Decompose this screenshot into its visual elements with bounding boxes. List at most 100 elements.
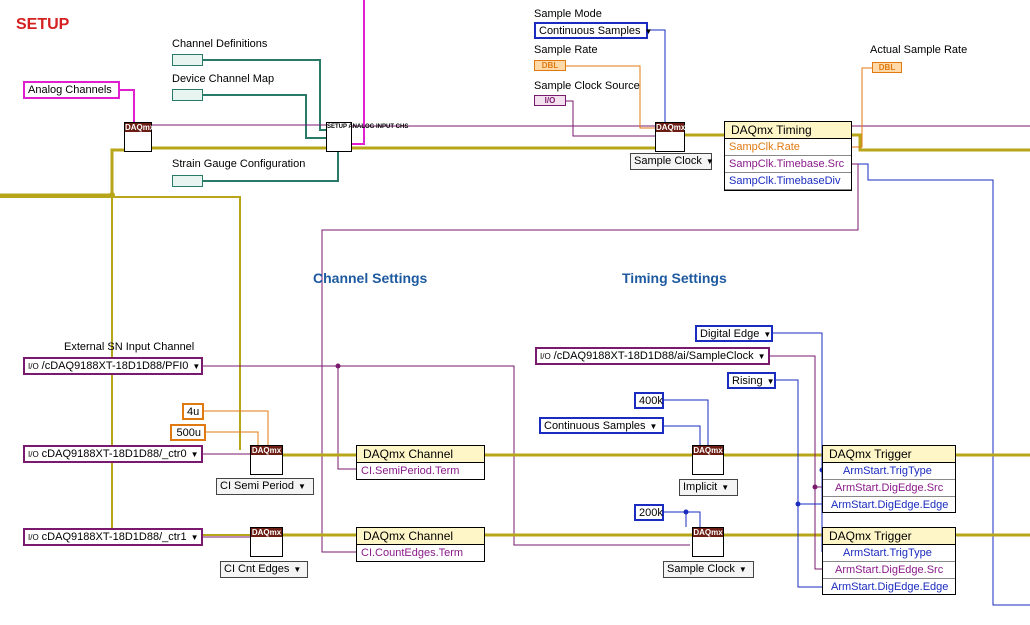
label-actual-sample-rate: Actual Sample Rate — [870, 44, 968, 56]
property-row[interactable]: ArmStart.DigEdge.Edge — [831, 499, 949, 511]
chevron-down-icon: ▼ — [766, 377, 775, 386]
device-channel-map-control-icon[interactable] — [172, 89, 203, 101]
selector-label: CI Semi Period — [220, 480, 294, 492]
daqmx-channel-property-node[interactable]: DAQmx Channel CI.SemiPeriod.Term — [356, 445, 485, 480]
rising-ring[interactable]: Rising▼ — [727, 372, 776, 389]
property-node-title: DAQmx Channel — [357, 446, 484, 463]
chevron-down-icon: ▼ — [192, 362, 201, 371]
chevron-down-icon: ▼ — [721, 483, 730, 492]
label-channel-definitions: Channel Definitions — [172, 38, 268, 50]
max-value-constant[interactable]: 500u — [170, 424, 206, 441]
digital-edge-ring[interactable]: Digital Edge▼ — [695, 325, 773, 342]
property-row[interactable]: ArmStart.DigEdge.Src — [823, 562, 955, 579]
strain-gauge-config-control-icon[interactable] — [172, 175, 203, 187]
daqmx-channel-property-node[interactable]: DAQmx Channel CI.CountEdges.Term — [356, 527, 485, 562]
selector-label: CI Cnt Edges — [224, 563, 290, 575]
chevron-down-icon: ▼ — [297, 482, 306, 491]
chevron-down-icon: ▼ — [763, 330, 772, 339]
chevron-down-icon: ▼ — [644, 27, 653, 36]
property-row[interactable]: ArmStart.TrigType — [823, 545, 955, 562]
sample-rate-dbl-terminal[interactable]: DBL — [534, 60, 566, 71]
ring-value: Continuous Samples — [544, 420, 646, 432]
section-channel-settings: Channel Settings — [313, 270, 428, 286]
ring-value: Rising — [732, 375, 763, 387]
property-row[interactable]: SampClk.TimebaseDiv — [725, 173, 851, 190]
daqmx-create-channel-icon[interactable]: DAQmx — [250, 527, 283, 557]
rate-400k-constant[interactable]: 400k — [634, 392, 664, 409]
ci-cnt-edges-selector[interactable]: CI Cnt Edges▼ — [220, 561, 308, 578]
chevron-down-icon: ▼ — [705, 157, 714, 166]
label-sample-clock-source: Sample Clock Source — [534, 80, 640, 92]
property-row[interactable]: ArmStart.DigEdge.Src — [823, 480, 955, 497]
constant-value: cDAQ9188XT-18D1D88/_ctr1 — [41, 531, 187, 543]
daqmx-label: DAQmx — [656, 123, 686, 132]
daqmx-label: DAQmx — [693, 528, 723, 537]
daqmx-timing-property-node[interactable]: DAQmx Timing SampClk.Rate SampClk.Timeba… — [724, 121, 852, 191]
property-row[interactable]: ArmStart.DigEdge.Edge — [831, 581, 949, 593]
daqmx-timing-icon[interactable]: DAQmx — [692, 527, 724, 557]
daqmx-timing-icon[interactable]: DAQmx — [655, 122, 685, 152]
daqmx-timing-icon[interactable]: DAQmx — [692, 445, 724, 475]
chevron-down-icon: ▼ — [649, 422, 658, 431]
io-icon: I/O — [28, 450, 39, 459]
daqmx-label: DAQmx — [251, 446, 282, 455]
chevron-down-icon: ▼ — [738, 565, 747, 574]
daqmx-label: DAQmx — [693, 446, 723, 455]
actual-sample-rate-indicator[interactable]: DBL — [872, 62, 902, 73]
io-icon: I/O — [28, 533, 39, 542]
daqmx-create-channel-icon[interactable]: DAQmx — [250, 445, 283, 475]
io-icon: I/O — [540, 352, 551, 361]
daqmx-create-channel-icon[interactable]: DAQmx — [124, 122, 155, 152]
sample-clock-selector-bottom[interactable]: Sample Clock▼ — [663, 561, 754, 578]
page-title: SETUP — [16, 16, 70, 33]
sample-clock-selector-top[interactable]: Sample Clock▼ — [630, 153, 714, 170]
section-timing-settings: Timing Settings — [622, 270, 727, 286]
selector-label: Sample Clock — [634, 155, 702, 167]
min-value-constant[interactable]: 4u — [182, 403, 204, 420]
constant-value: /cDAQ9188XT-18D1D88/PFI0 — [41, 360, 189, 372]
daqmx-label: DAQmx — [251, 528, 282, 537]
property-node-title: DAQmx Trigger — [823, 528, 955, 545]
label-external-sn-input-channel: External SN Input Channel — [64, 341, 195, 353]
sample-mode-ring[interactable]: Continuous Samples▼ — [534, 22, 652, 39]
ai-sample-clock-constant[interactable]: I/O/cDAQ9188XT-18D1D88/ai/SampleClock▼ — [535, 347, 770, 365]
property-row[interactable]: CI.SemiPeriod.Term — [361, 465, 460, 477]
setup-analog-subvi-icon[interactable]: SETUP ANALOG INPUT CHS — [326, 122, 408, 152]
chevron-down-icon: ▼ — [190, 450, 199, 459]
property-row[interactable]: ArmStart.TrigType — [823, 463, 955, 480]
label-device-channel-map: Device Channel Map — [172, 73, 275, 85]
selector-label: Implicit — [683, 481, 718, 493]
property-node-title: DAQmx Trigger — [823, 446, 955, 463]
analog-channels-constant[interactable]: Analog Channels — [23, 81, 120, 99]
property-node-title: DAQmx Timing — [725, 122, 851, 139]
sample-mode-value: Continuous Samples — [539, 25, 641, 37]
constant-value: /cDAQ9188XT-18D1D88/ai/SampleClock — [553, 350, 754, 362]
label-strain-gauge-configuration: Strain Gauge Configuration — [172, 158, 306, 170]
ring-value: Digital Edge — [700, 328, 760, 340]
property-row[interactable]: SampClk.Timebase.Src — [725, 156, 851, 173]
daqmx-trigger-property-node[interactable]: DAQmx Trigger ArmStart.TrigType ArmStart… — [822, 445, 956, 513]
chevron-down-icon: ▼ — [293, 565, 302, 574]
property-row[interactable]: SampClk.Rate — [725, 139, 851, 156]
selector-label: Sample Clock — [667, 563, 735, 575]
label-sample-rate: Sample Rate — [534, 44, 598, 56]
property-row[interactable]: CI.CountEdges.Term — [361, 547, 464, 559]
sample-clock-source-terminal[interactable]: I/O — [534, 95, 566, 106]
pfi0-channel-constant[interactable]: I/O/cDAQ9188XT-18D1D88/PFI0▼ — [23, 357, 203, 375]
label-sample-mode: Sample Mode — [534, 8, 602, 20]
implicit-selector[interactable]: Implicit▼ — [679, 479, 738, 496]
io-icon: I/O — [28, 362, 39, 371]
channel-definitions-control-icon[interactable] — [172, 54, 203, 66]
chevron-down-icon: ▼ — [757, 352, 766, 361]
rate-200k-constant[interactable]: 200k — [634, 504, 664, 521]
constant-value: cDAQ9188XT-18D1D88/_ctr0 — [41, 448, 187, 460]
property-node-title: DAQmx Channel — [357, 528, 484, 545]
continuous-samples-ring[interactable]: Continuous Samples▼ — [539, 417, 664, 434]
daqmx-label: DAQmx — [125, 123, 155, 132]
daqmx-trigger-property-node[interactable]: DAQmx Trigger ArmStart.TrigType ArmStart… — [822, 527, 956, 595]
chevron-down-icon: ▼ — [190, 533, 199, 542]
ci-semi-period-selector[interactable]: CI Semi Period▼ — [216, 478, 314, 495]
